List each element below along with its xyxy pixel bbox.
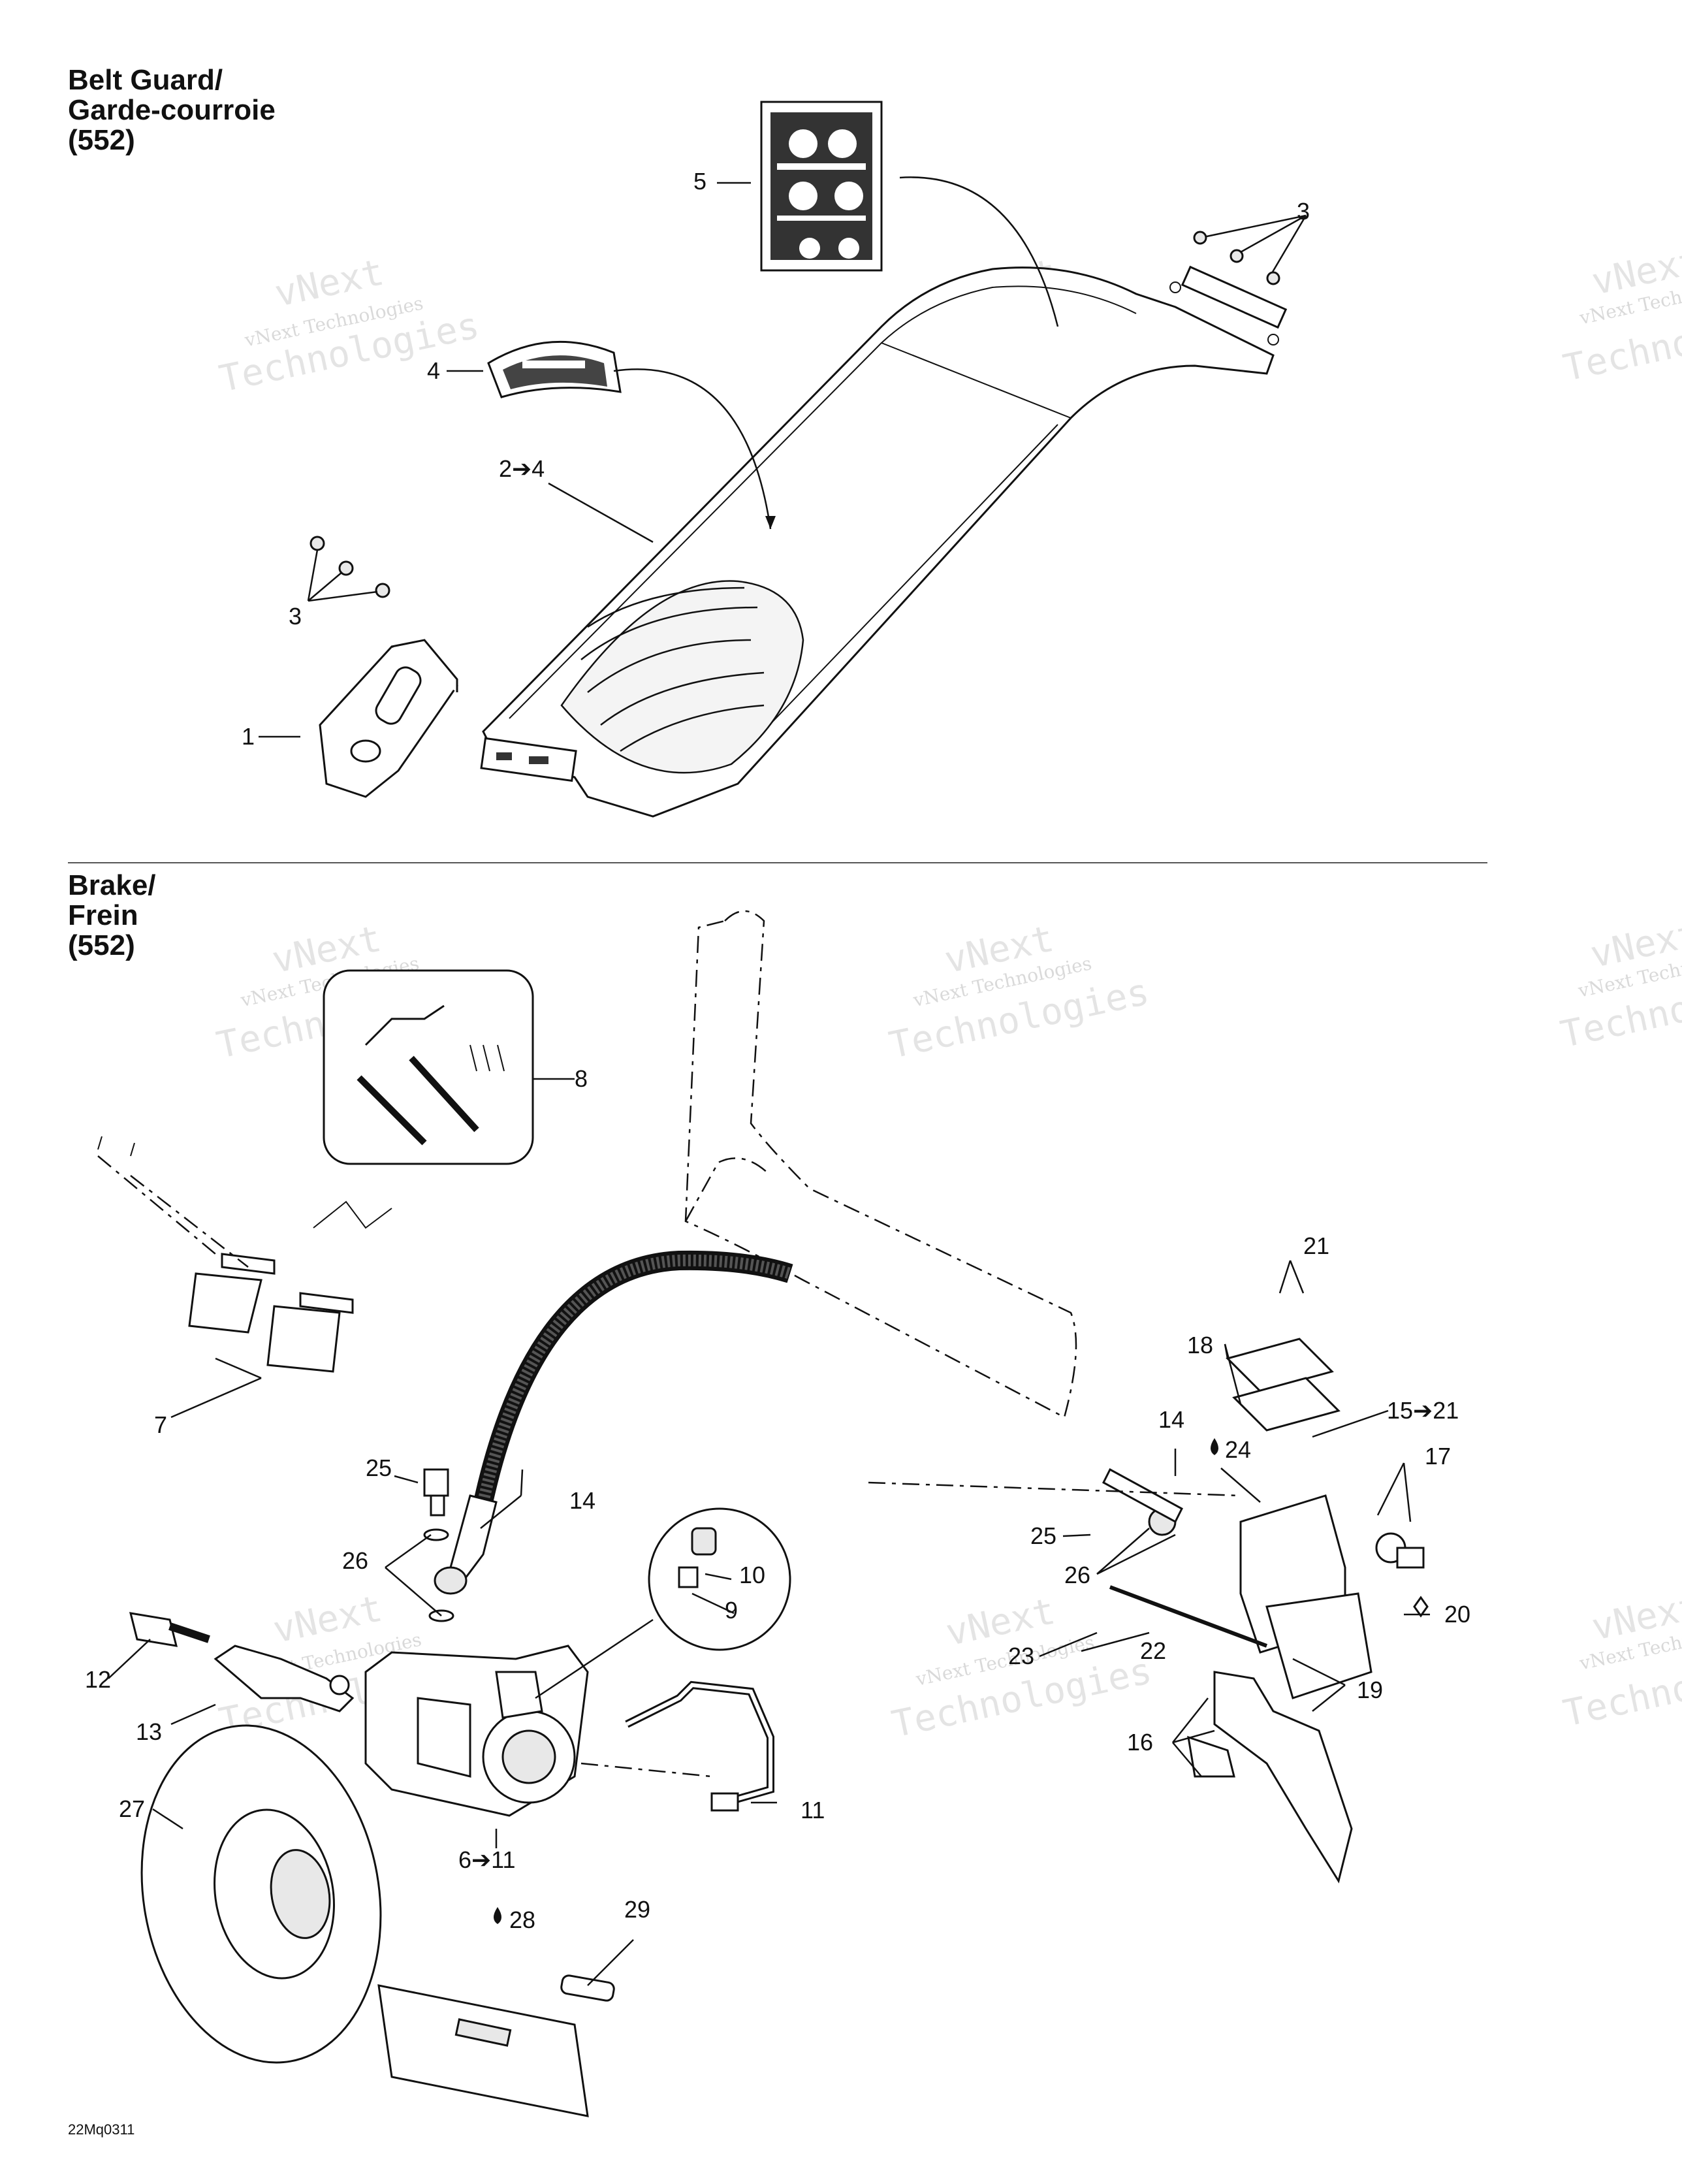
part-5-decal — [760, 101, 883, 272]
banjo-bolt-left — [423, 1468, 468, 1622]
callout-15-to-21: 15➔21 — [1387, 1397, 1459, 1424]
part-9-10-detail — [535, 1507, 791, 1699]
callout-1: 1 — [242, 723, 255, 750]
callout-3-left: 3 — [289, 603, 302, 630]
callout-28: 28 — [509, 1906, 535, 1933]
part-3-nuts-right — [1193, 231, 1280, 285]
handlebar-outline — [684, 910, 1077, 1419]
part-7-pads — [97, 1136, 392, 1373]
callout-22: 22 — [1140, 1637, 1166, 1664]
callout-5: 5 — [693, 168, 706, 195]
callout-24: 24 — [1225, 1436, 1251, 1463]
callout-21: 21 — [1303, 1232, 1329, 1259]
callout-12: 12 — [85, 1666, 111, 1693]
part-27-disc — [140, 1724, 615, 2117]
oil-drop-icon — [1211, 1438, 1218, 1455]
callout-labels: 5 3 4 2➔4 3 1 8 7 25 14 26 10 9 12 13 11… — [85, 168, 1470, 1933]
part-11-line — [580, 1680, 774, 1812]
brake-title: Brake/ Frein (552) — [68, 871, 156, 961]
brake-hose — [449, 1250, 793, 1582]
brake-title-line2: Frein — [68, 899, 138, 931]
part-1-bracket — [319, 639, 458, 798]
part-8-kit — [323, 969, 534, 1165]
callout-17: 17 — [1425, 1443, 1451, 1469]
brake-leaders — [108, 1078, 1430, 1986]
brake-title-line3: (552) — [68, 929, 135, 961]
callout-25-right: 25 — [1030, 1522, 1056, 1549]
callout-27: 27 — [119, 1795, 145, 1822]
callout-2-to-4: 2➔4 — [499, 455, 545, 482]
callout-25-left: 25 — [366, 1454, 392, 1481]
callout-16: 16 — [1127, 1729, 1153, 1756]
oil-drop-icon — [494, 1907, 501, 1924]
callout-3-right: 3 — [1297, 198, 1310, 225]
part-3-nuts-left — [309, 536, 390, 598]
belt-guard-leaders — [259, 176, 1307, 738]
belt-guard-title-line1: Belt Guard/ — [68, 64, 223, 96]
part-4-badge — [487, 340, 622, 398]
callout-20: 20 — [1444, 1601, 1470, 1628]
callout-14-left: 14 — [569, 1487, 595, 1514]
belt-guard-title-line3: (552) — [68, 124, 135, 156]
callout-19: 19 — [1357, 1677, 1383, 1703]
belt-guard-cover — [480, 265, 1288, 818]
callout-13: 13 — [136, 1718, 162, 1745]
callout-4: 4 — [427, 357, 440, 384]
master-cylinder — [868, 1338, 1425, 1884]
diamond-icon — [1413, 1596, 1429, 1618]
brake-caliper — [129, 1612, 589, 1817]
callout-10: 10 — [739, 1562, 765, 1588]
drawing-code: 22Mq0311 — [68, 2121, 135, 2138]
callout-26-left: 26 — [342, 1547, 368, 1574]
callout-18: 18 — [1187, 1332, 1213, 1358]
callout-8: 8 — [575, 1065, 588, 1092]
callout-26-right: 26 — [1064, 1562, 1090, 1588]
callout-29: 29 — [624, 1896, 650, 1923]
belt-guard-title-line2: Garde-courroie — [68, 94, 276, 126]
callout-14-right: 14 — [1158, 1406, 1184, 1433]
section-divider — [68, 862, 1487, 863]
callout-9: 9 — [725, 1597, 738, 1624]
brake-title-line1: Brake/ — [68, 869, 156, 901]
callout-6-to-11: 6➔11 — [458, 1846, 516, 1873]
callout-23: 23 — [1008, 1643, 1034, 1669]
belt-guard-title: Belt Guard/ Garde-courroie (552) — [68, 65, 276, 155]
callout-7: 7 — [154, 1411, 167, 1438]
callout-11: 11 — [801, 1797, 825, 1823]
